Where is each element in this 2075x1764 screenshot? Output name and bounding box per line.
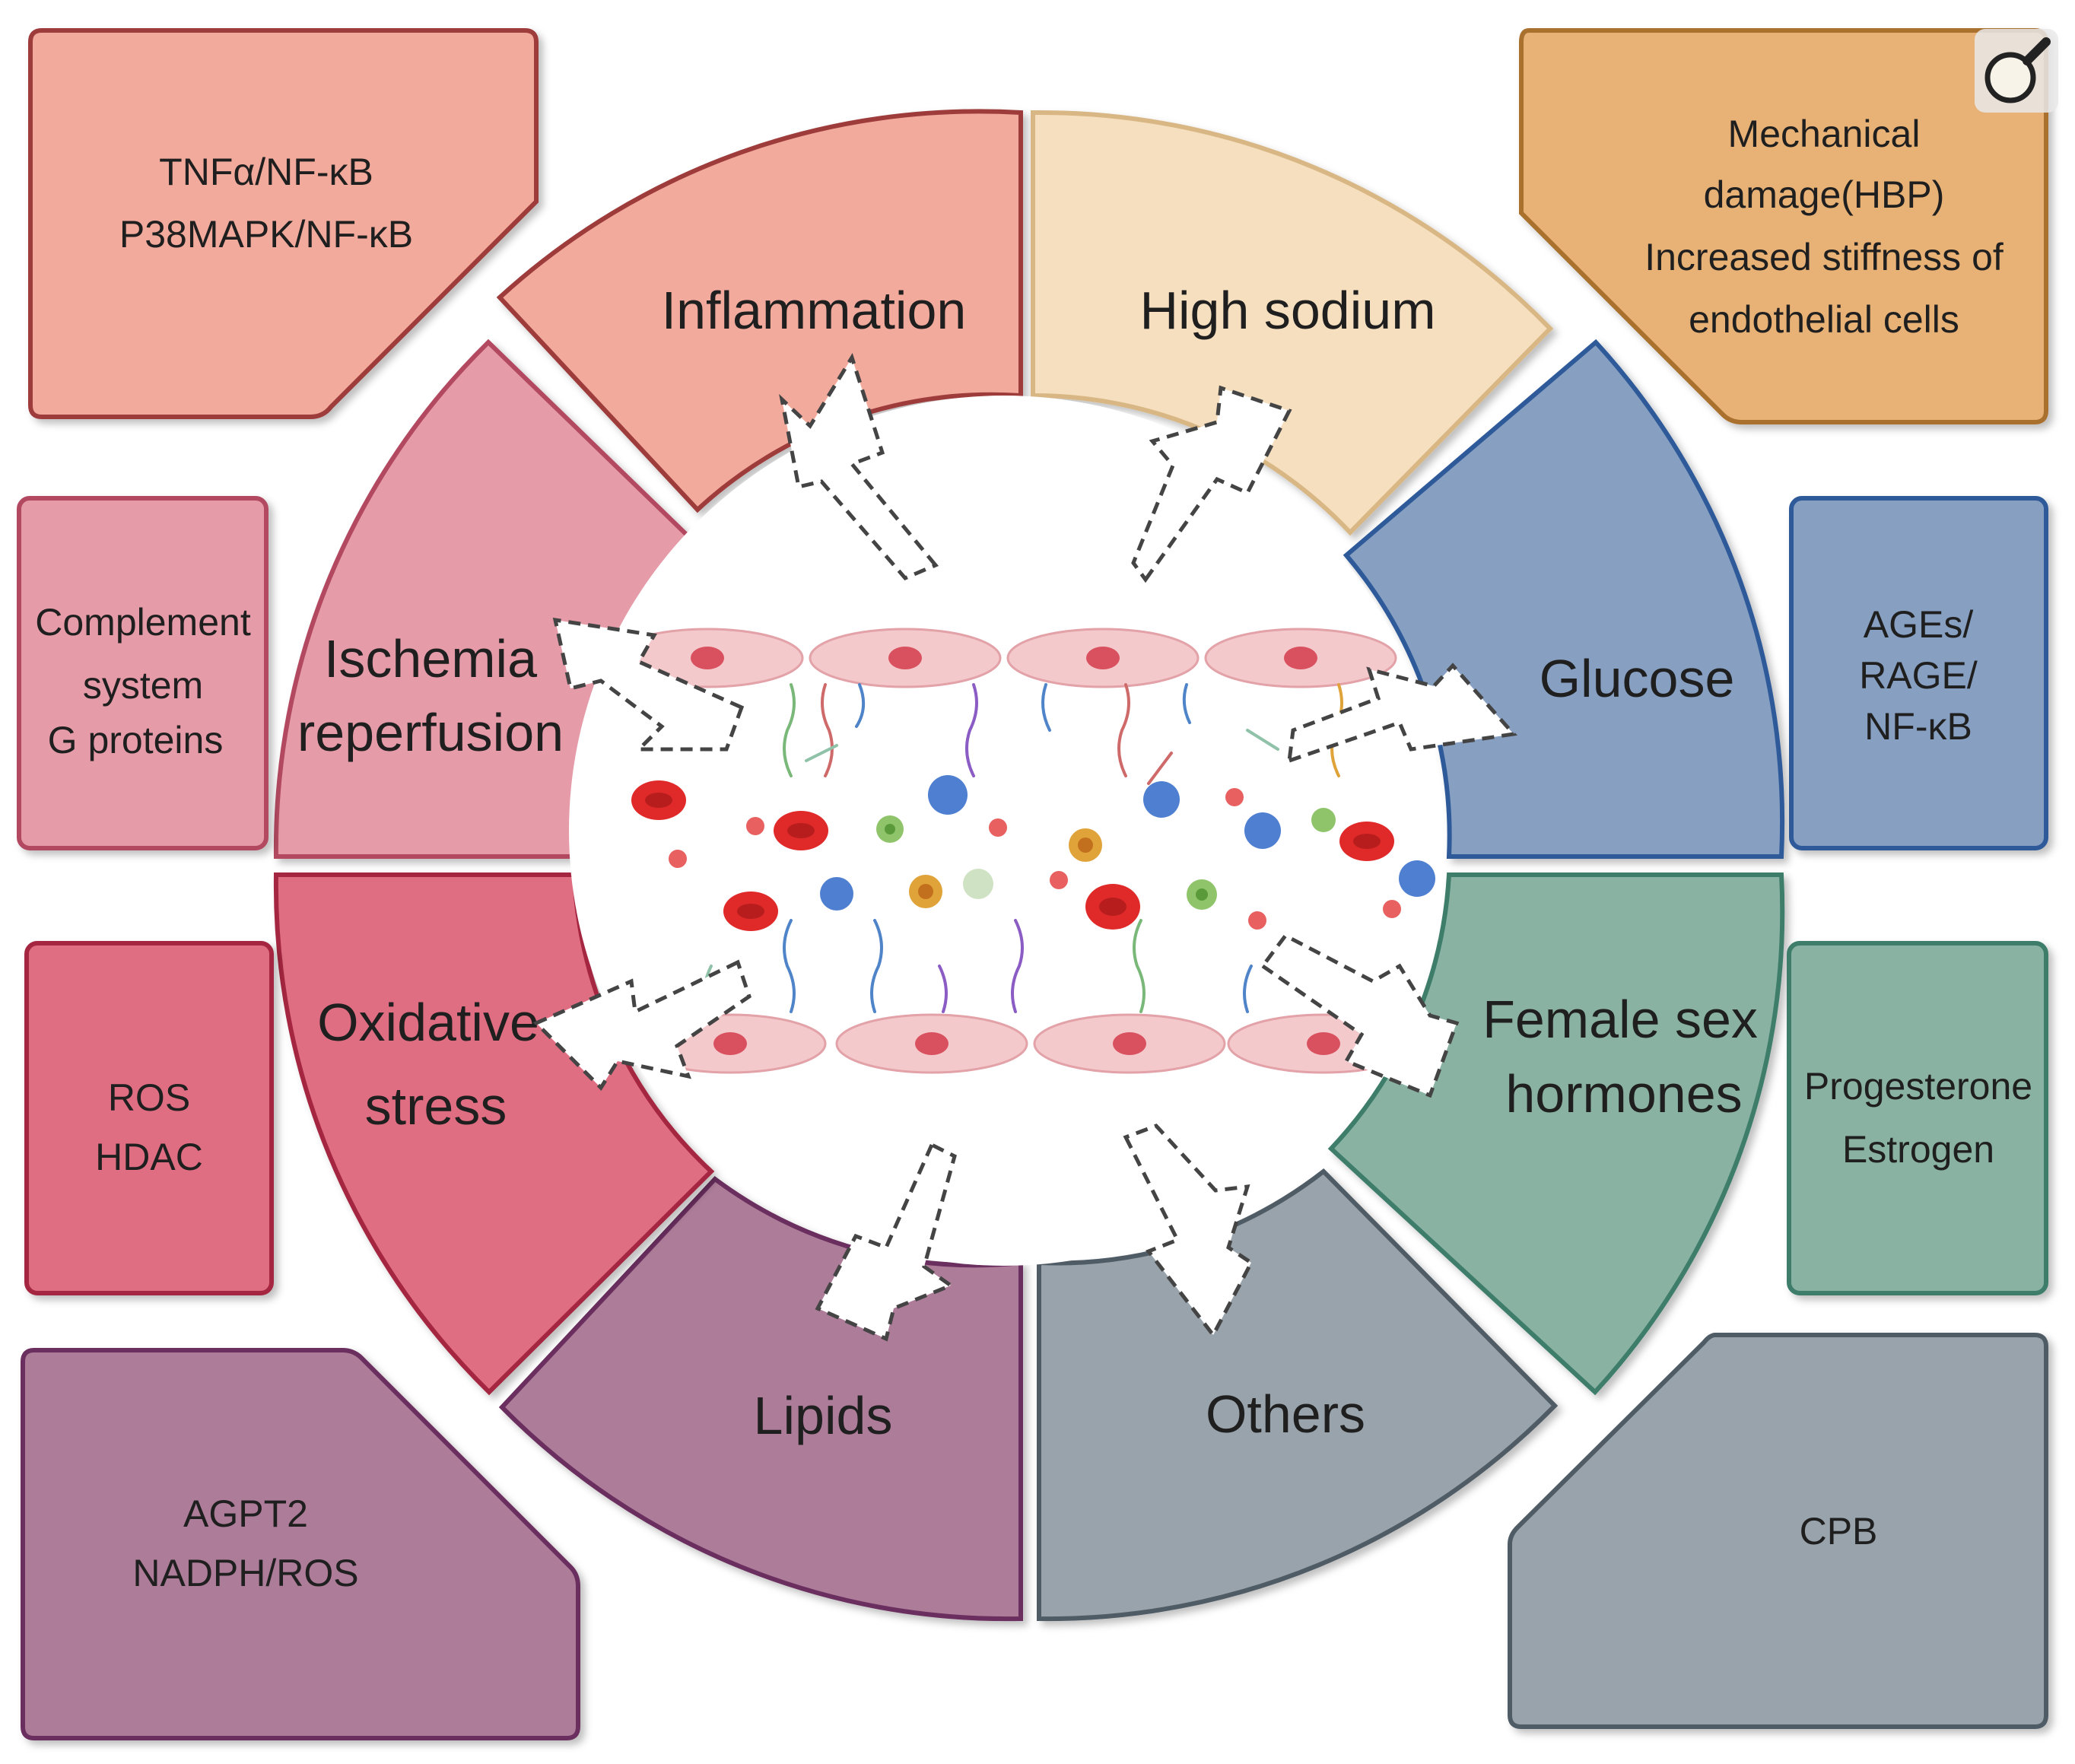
upper-endothelium xyxy=(611,628,1397,688)
box-inflammation-line1: TNFα/NF-κB xyxy=(159,151,373,193)
box-lipids: AGPT2 NADPH/ROS xyxy=(21,1348,580,1740)
box-oxidative-line2: HDAC xyxy=(95,1136,203,1178)
arrow-oxidative-stress xyxy=(532,959,752,1091)
glycocalyx xyxy=(703,683,1343,1013)
arrows xyxy=(532,353,1517,1342)
box-glucose-line3: NF-κB xyxy=(1864,705,1972,748)
box-hormones-line2: Estrogen xyxy=(1842,1128,1994,1171)
box-glucose: AGEs/ RAGE/ NF-κB xyxy=(1789,496,2048,850)
segment-label-lipids: Lipids xyxy=(754,1386,893,1445)
arrow-inflammation xyxy=(779,353,939,581)
blood-cells xyxy=(820,775,1435,911)
box-others: CPB xyxy=(1508,1333,2048,1729)
segment-label-female-sex-hormones-1: Female sex xyxy=(1482,990,1758,1049)
segment-high-sodium: High sodium xyxy=(1031,110,1554,536)
box-high-sodium: Mechanical damage(HBP) Increased stiffne… xyxy=(1519,28,2048,424)
segment-label-oxidative-stress-2: stress xyxy=(365,1076,507,1136)
lower-endothelium xyxy=(634,1013,1420,1074)
arrow-others xyxy=(1123,1124,1254,1339)
box-inflammation: TNFα/NF-κB P38MAPK/NF-κB xyxy=(28,28,539,419)
segment-label-oxidative-stress-1: Oxidative xyxy=(317,993,539,1052)
arrow-high-sodium xyxy=(1131,385,1292,583)
segment-label-high-sodium: High sodium xyxy=(1139,281,1435,340)
segment-label-glucose: Glucose xyxy=(1540,649,1735,708)
box-glucose-line2: RAGE/ xyxy=(1859,654,1978,697)
box-ischemia-line2: system xyxy=(83,664,203,707)
segment-label-ischemia-reperfusion-1: Ischemia xyxy=(324,629,537,688)
box-others-line1: CPB xyxy=(1800,1510,1878,1553)
segment-label-inflammation: Inflammation xyxy=(662,281,967,340)
box-female-sex-hormones: Progesterone Estrogen xyxy=(1787,941,2048,1295)
box-oxidative-line1: ROS xyxy=(108,1076,190,1119)
box-oxidative-stress: ROS HDAC xyxy=(24,941,274,1295)
box-ischemia-reperfusion: Complement system G proteins xyxy=(17,496,269,850)
box-high-sodium-line1: Mechanical xyxy=(1728,113,1921,155)
box-lipids-line1: AGPT2 xyxy=(183,1492,308,1535)
segment-female-sex-hormones: Female sex hormones xyxy=(1327,872,1785,1396)
magnifier-icon[interactable] xyxy=(1975,29,2058,113)
arrow-female-sex-hormones xyxy=(1260,933,1460,1098)
box-lipids-line2: NADPH/ROS xyxy=(132,1552,358,1594)
segment-label-others: Others xyxy=(1206,1384,1365,1444)
segment-label-ischemia-reperfusion-2: reperfusion xyxy=(297,703,564,762)
arrow-ischemia-reperfusion xyxy=(552,617,745,752)
segment-label-female-sex-hormones-2: hormones xyxy=(1505,1064,1742,1124)
box-ischemia-line1: Complement xyxy=(35,601,251,644)
segment-oxidative-stress: Oxidative stress xyxy=(273,872,715,1396)
red-blood-cells xyxy=(631,780,1394,931)
platelets xyxy=(669,788,1401,930)
box-inflammation-line2: P38MAPK/NF-κB xyxy=(119,213,413,256)
box-high-sodium-line4: endothelial cells xyxy=(1689,298,1959,341)
box-high-sodium-line3: Increased stiffness of xyxy=(1644,236,2004,278)
arrow-lipids xyxy=(815,1142,957,1342)
segment-others: Others xyxy=(1037,1168,1559,1622)
vessel-illustration xyxy=(569,396,1439,1266)
box-high-sodium-line2: damage(HBP) xyxy=(1704,173,1945,216)
arrow-glucose xyxy=(1287,663,1517,764)
box-hormones-line1: Progesterone xyxy=(1804,1065,2032,1108)
box-ischemia-line3: G proteins xyxy=(48,719,224,761)
box-glucose-line1: AGEs/ xyxy=(1864,603,1974,646)
